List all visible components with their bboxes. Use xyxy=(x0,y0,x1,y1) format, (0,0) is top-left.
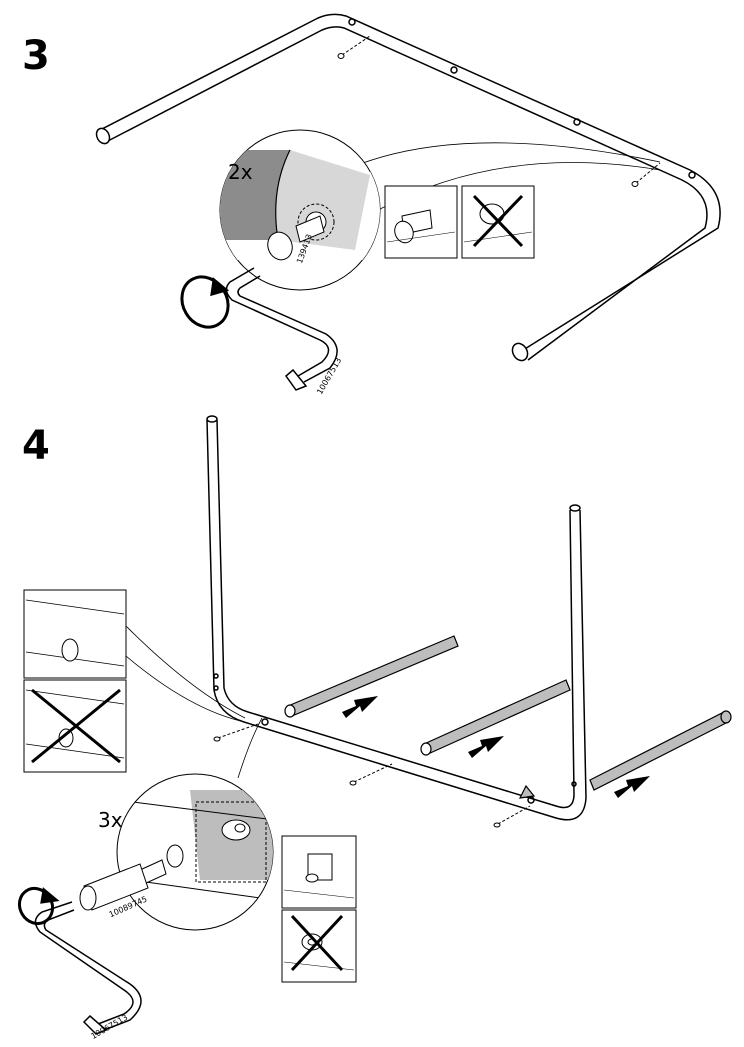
step-3-frame xyxy=(95,13,721,362)
step-3-callout-lines xyxy=(344,142,661,231)
step-4-quantity: 3x xyxy=(98,808,123,832)
step-3-screw xyxy=(267,215,325,261)
step-3-correct-panel xyxy=(384,185,458,259)
step-4-arrow-icons xyxy=(342,696,650,798)
step-4-correct-panel xyxy=(23,589,127,679)
step-4-incorrect-panel-2 xyxy=(281,909,357,983)
step-4-correct-panel-2 xyxy=(281,835,357,909)
rotate-arrow-icon xyxy=(180,275,230,329)
step-4-frame xyxy=(206,415,587,821)
step-4-cross-tubes xyxy=(284,635,732,799)
step-3-screw-markers xyxy=(337,35,661,187)
step-4-incorrect-panel xyxy=(23,679,127,773)
rotate-arrow-icon xyxy=(17,886,60,926)
step-3-quantity: 2x xyxy=(228,160,253,184)
step-3-number: 3 xyxy=(22,33,50,79)
step-4-bolt-markers xyxy=(213,723,531,828)
step-4-dowel-bolt xyxy=(79,859,167,911)
step-4-number: 4 xyxy=(22,423,50,469)
step-4-callout-lines xyxy=(125,625,263,779)
step-3-incorrect-panel xyxy=(461,185,535,259)
step-3-hex-key xyxy=(225,267,338,391)
step-4-magnifier xyxy=(116,773,274,931)
